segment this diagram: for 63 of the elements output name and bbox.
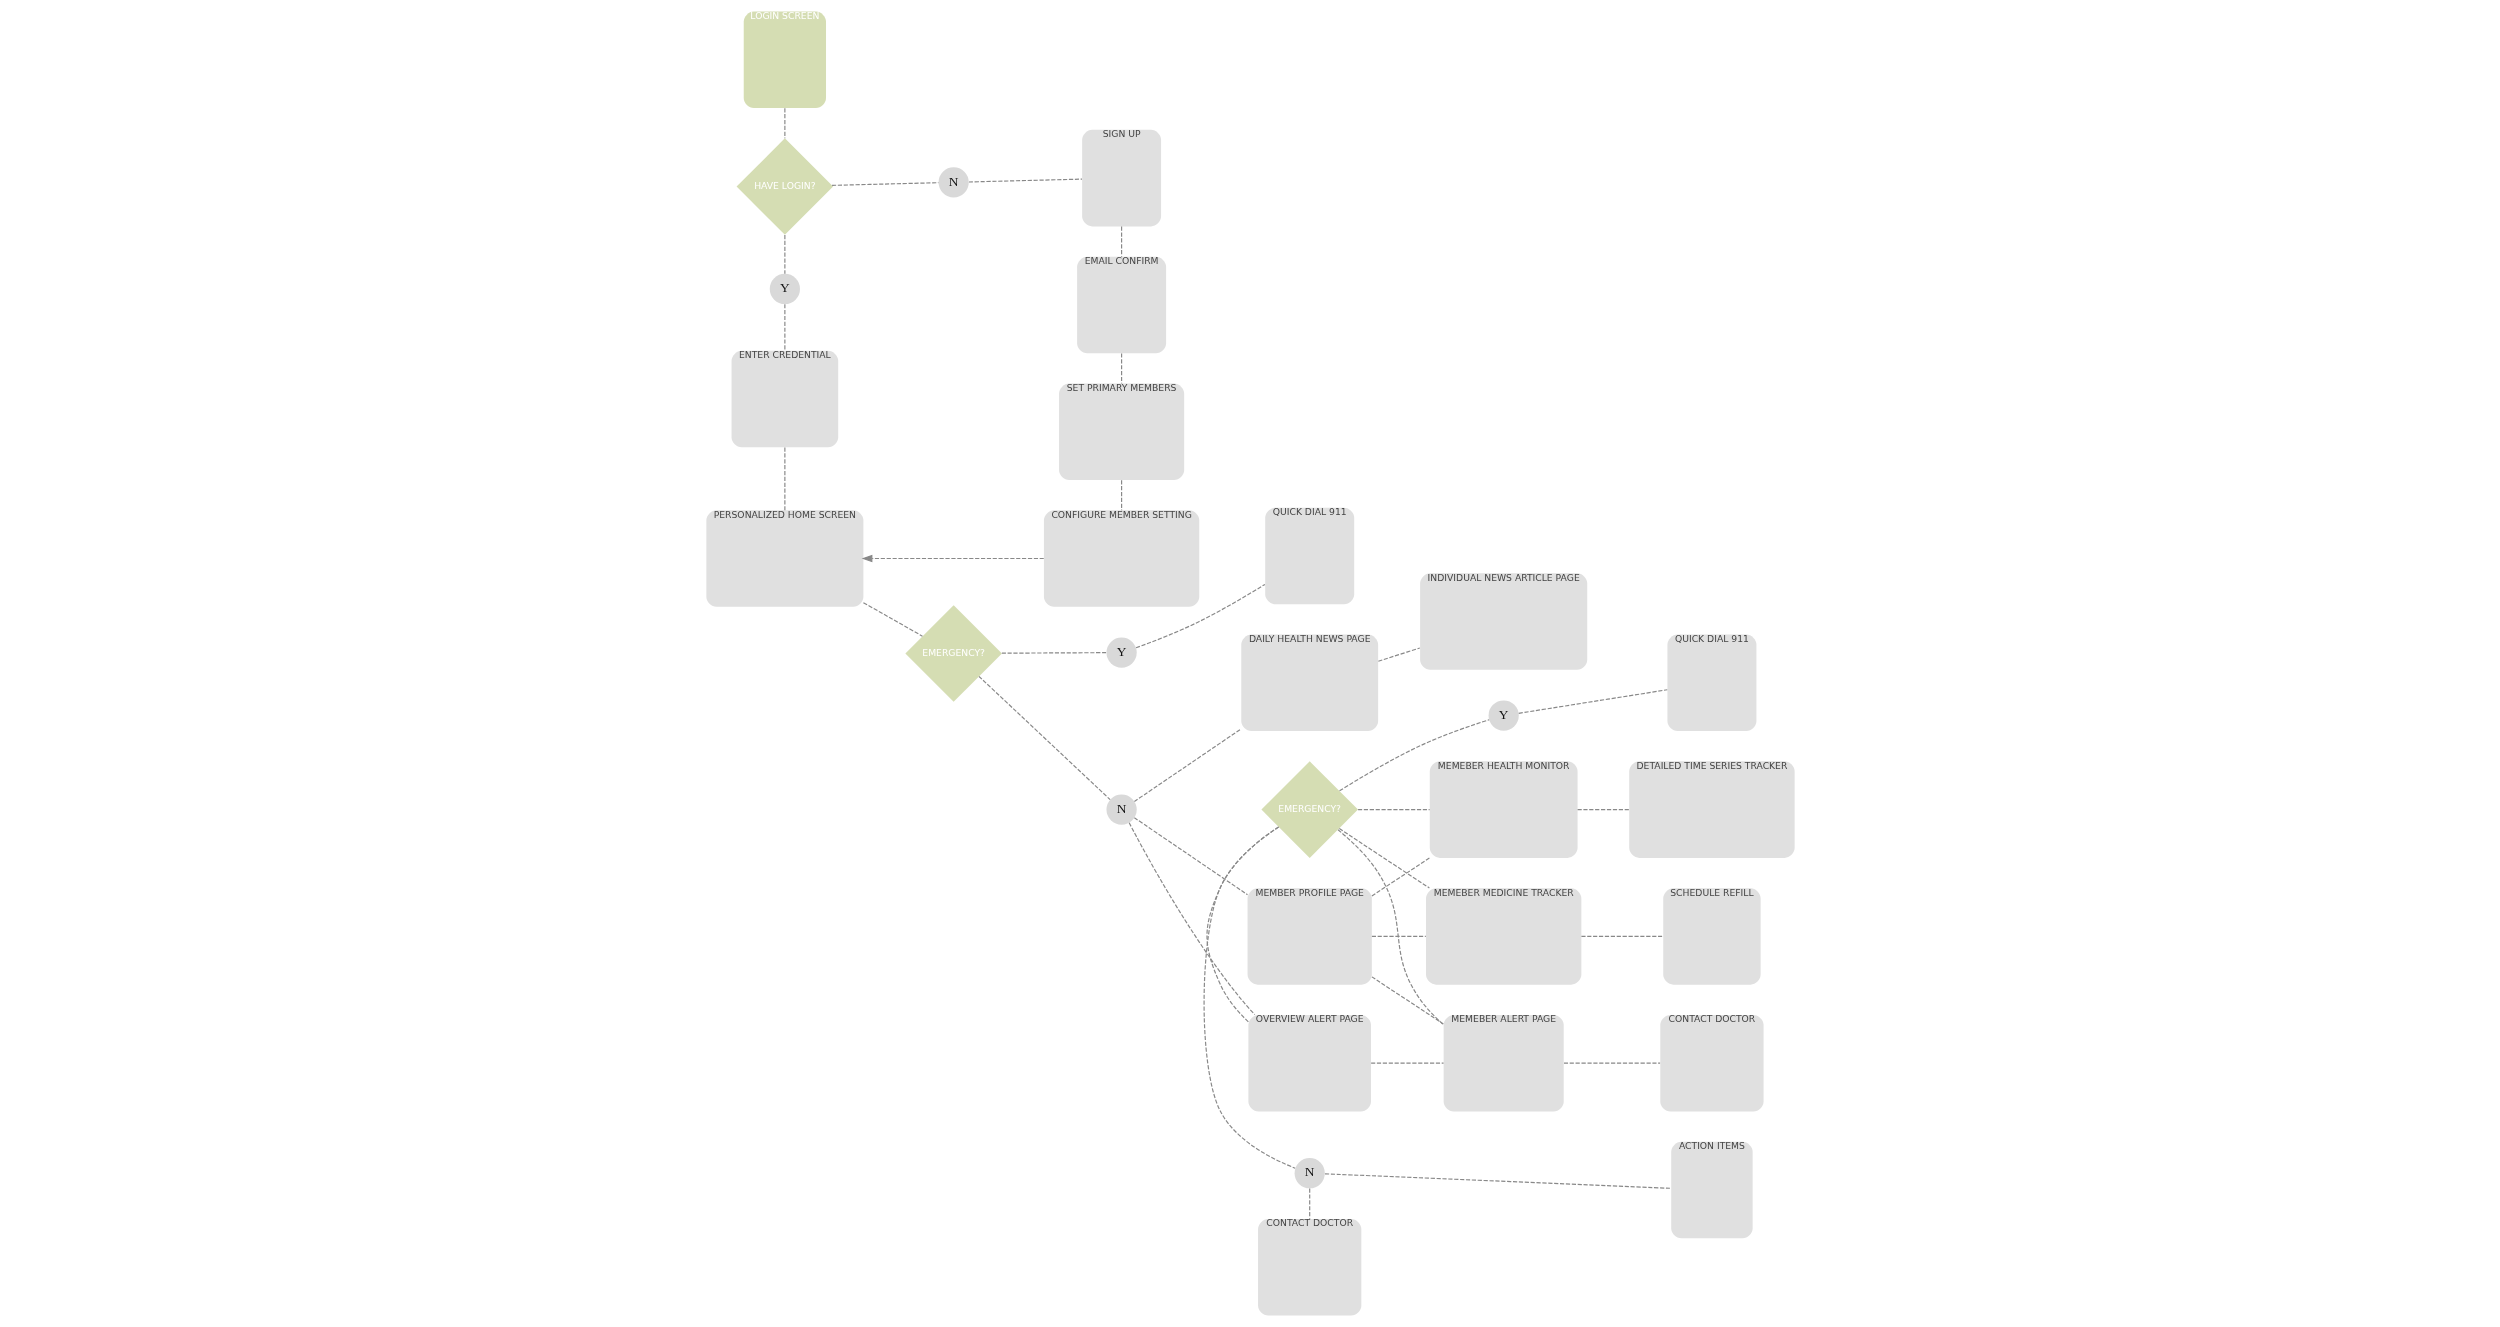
- node-box: SIGN UP: [1081, 129, 1161, 227]
- connector: [1134, 583, 1266, 649]
- connector: [1370, 857, 1430, 897]
- connector: [1562, 1062, 1661, 1064]
- connector: [1370, 976, 1444, 1025]
- connector: [1377, 647, 1420, 662]
- node-circle: N: [1294, 1158, 1325, 1189]
- node-box: QUICK DIAL 911: [1666, 634, 1756, 732]
- node-box: CONFIGURE MEMBER SETTING: [1043, 510, 1199, 607]
- node-box: SCHEDULE REFILL: [1662, 888, 1761, 985]
- node-box: MEMEBER HEALTH MONITOR: [1429, 761, 1578, 858]
- node-box: PERSONALIZED HOME SCREEN: [705, 510, 863, 607]
- connector: [1580, 935, 1664, 937]
- node-box: QUICK DIAL 911: [1264, 507, 1354, 605]
- node-box: MEMEBER ALERT PAGE: [1443, 1014, 1564, 1112]
- connector: [830, 182, 939, 186]
- node-box: INDIVIDUAL NEWS ARTICLE PAGE: [1419, 573, 1587, 670]
- node-box: LOGIN SCREEN: [743, 11, 826, 108]
- connector: [783, 446, 785, 511]
- node-circle: Y: [769, 273, 800, 305]
- node-diamond: EMERGENCY?: [904, 605, 1002, 702]
- connector: [1576, 809, 1629, 811]
- connector: [1203, 826, 1296, 1169]
- connector: [783, 107, 785, 139]
- connector: [1370, 935, 1426, 937]
- node-box: ACTION ITEMS: [1670, 1141, 1753, 1239]
- connector: [1000, 652, 1107, 654]
- connector: [1338, 719, 1490, 792]
- node-circle: N: [938, 167, 969, 198]
- connector: [783, 234, 785, 275]
- connector: [1370, 1062, 1444, 1064]
- connector: [783, 303, 785, 352]
- connector: [1323, 1173, 1672, 1189]
- connector: [1120, 479, 1122, 511]
- node-box: CONTACT DOCTOR: [1659, 1014, 1764, 1112]
- connector: [977, 675, 1111, 801]
- node-box: MEMEBER MEDICINE TRACKER: [1425, 888, 1581, 985]
- connector: [1357, 809, 1430, 811]
- node-circle: Y: [1106, 637, 1137, 668]
- connector: [1128, 822, 1255, 1016]
- arrow: [861, 554, 1044, 563]
- connector: [1517, 689, 1668, 714]
- node-box: ENTER CREDENTIAL: [731, 350, 838, 448]
- node-diamond: EMERGENCY?: [1260, 761, 1358, 858]
- connector: [1338, 828, 1430, 889]
- node-box: EMAIL CONFIRM: [1076, 256, 1166, 354]
- node-box: OVERVIEW ALERT PAGE: [1247, 1014, 1371, 1112]
- connector: [1120, 226, 1122, 258]
- connector: [1308, 1187, 1310, 1220]
- node-box: MEMBER PROFILE PAGE: [1247, 888, 1372, 985]
- connector: [1120, 352, 1122, 385]
- connector: [1336, 829, 1444, 1026]
- node-box: DAILY HEALTH NEWS PAGE: [1240, 634, 1378, 732]
- node-diamond: HAVE LOGIN?: [736, 138, 833, 235]
- node-box: CONTACT DOCTOR: [1257, 1219, 1361, 1316]
- node-box: SET PRIMARY MEMBERS: [1058, 383, 1184, 480]
- connector: [862, 602, 923, 637]
- node-circle: N: [1106, 794, 1137, 825]
- connector: [967, 178, 1083, 183]
- node-circle: Y: [1488, 700, 1519, 731]
- node-box: DETAILED TIME SERIES TRACKER: [1628, 761, 1795, 858]
- connector: [1133, 817, 1248, 896]
- connector: [1133, 728, 1242, 803]
